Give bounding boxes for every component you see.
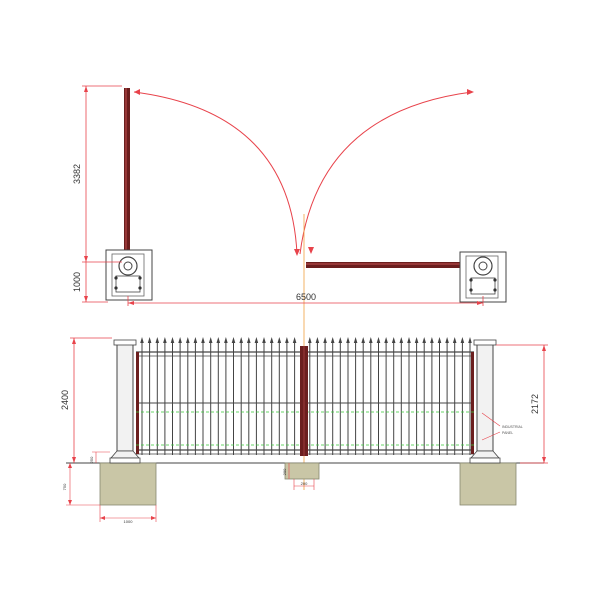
gate-pale-spear-tip <box>147 337 152 343</box>
right-bolt-2 <box>493 288 497 292</box>
dim-drop-bolt-width: 200 <box>293 479 315 490</box>
gate-pale-spear-tip <box>338 337 343 343</box>
gate-pale-spear-tip <box>231 337 236 343</box>
left-bolt-3 <box>114 276 118 280</box>
gate-pale-spear-tip <box>323 337 327 343</box>
dim-total-height: 2400 <box>60 337 112 463</box>
gate-pale-spear-tip <box>178 337 182 343</box>
gate-pale-spear-tip <box>247 337 251 343</box>
drop-bolt-height-label: 200 <box>282 468 287 475</box>
left-foundation <box>99 462 157 506</box>
gate-pales <box>140 337 472 455</box>
left-pillar <box>109 339 141 464</box>
gate-pale-spear-tip <box>369 337 373 343</box>
gate-pale-spear-tip <box>315 337 320 343</box>
gate-pale-spear-tip <box>361 337 365 343</box>
gate-pale-spear-tip <box>208 337 213 343</box>
dim-foundation-depth: 750 <box>62 463 100 506</box>
gate-pale-spear-tip <box>422 337 426 343</box>
annotation-note-1: INDUSTRIAL <box>502 425 523 429</box>
dim-drop-bolt-height: 200 <box>282 463 290 479</box>
left-hinge-pin <box>123 261 133 271</box>
gate-pale-spear-tip <box>216 337 221 343</box>
gate-pale-spear-tip <box>262 337 266 343</box>
gate-pale-spear-tip <box>269 337 274 343</box>
center-drop-bolt-foundation <box>284 462 320 480</box>
gate-pale-spear-tip <box>407 337 411 343</box>
elevation-view: INDUSTRIAL PANEL 2400 2172 250 <box>60 337 548 524</box>
gate-pale-spear-tip <box>430 337 434 343</box>
gate-pale-spear-tip <box>201 337 205 343</box>
gate-pale-spear-tip <box>468 337 472 343</box>
dim-gate-height: 2172 <box>496 344 548 464</box>
ground-gap-label: 250 <box>89 456 94 463</box>
gate-pale-spear-tip <box>277 337 282 343</box>
left-bolt-4 <box>138 276 142 280</box>
drop-bolt-width-label: 200 <box>301 481 308 486</box>
right-base-plate <box>459 251 507 303</box>
annotation-note-2: PANEL <box>502 431 513 435</box>
right-pillar <box>469 339 501 464</box>
gate-pale-spear-tip <box>384 337 388 343</box>
gate-pale-spear-tip <box>376 337 381 343</box>
arc-arrow-left-top <box>134 89 140 95</box>
gate-pale-spear-tip <box>285 337 289 343</box>
left-swing-arc <box>133 91 298 255</box>
left-gate-leaf-open <box>124 88 130 258</box>
dim-foundation-width: 1000 <box>99 505 157 524</box>
callout-leader-2 <box>481 431 501 441</box>
base-depth-label: 1000 <box>72 272 82 292</box>
dim-total-width: 6500 <box>127 292 484 306</box>
gate-pale-spear-tip <box>292 337 297 343</box>
gate-pale-spear-tip <box>140 337 144 343</box>
left-bolt-2 <box>138 286 142 290</box>
gate-pale-spear-tip <box>155 337 160 343</box>
right-gate-leaf-closed <box>306 262 476 268</box>
gate-height-label: 2172 <box>530 394 540 414</box>
dim-ground-gap: 250 <box>89 451 110 463</box>
gate-pale-spear-tip <box>414 337 419 343</box>
arc-arrow-right-top <box>467 89 474 95</box>
total-height-label: 2400 <box>60 390 70 410</box>
right-bolt-1 <box>469 288 473 292</box>
dim-base-depth: 1000 <box>72 262 108 303</box>
gate-pale-spear-tip <box>452 337 457 343</box>
total-width-label: 6500 <box>296 292 316 302</box>
callout-leader-1 <box>481 412 501 427</box>
gate-pale-spear-tip <box>437 337 442 343</box>
left-base-plate <box>105 249 153 301</box>
arc-arrow-right-bottom <box>308 247 314 254</box>
foundation-width-label: 1000 <box>124 519 134 524</box>
gate-pale-spear-tip <box>239 337 243 343</box>
gate-pale-spear-tip <box>445 337 449 343</box>
gate-pale-spear-tip <box>399 337 404 343</box>
gate-pale-spear-tip <box>391 337 396 343</box>
gate-pale-spear-tip <box>193 337 198 343</box>
arc-arrow-left-bottom <box>294 249 300 256</box>
gate-pale-spear-tip <box>308 337 312 343</box>
gate-pale-spear-tip <box>170 337 175 343</box>
right-bolt-3 <box>469 278 473 282</box>
right-swing-arc <box>299 91 473 255</box>
left-bolt-1 <box>114 286 118 290</box>
dim-open-length: 3382 <box>72 85 122 263</box>
right-hinge-pin <box>478 261 488 271</box>
right-post-box <box>470 277 496 295</box>
gate-pale-spear-tip <box>254 337 259 343</box>
gate-pale-spear-tip <box>353 337 358 343</box>
right-bolt-4 <box>493 278 497 282</box>
left-post-box <box>115 275 141 293</box>
gate-pale-spear-tip <box>460 337 465 343</box>
gate-pale-spear-tip <box>346 337 350 343</box>
gate-pale-spear-tip <box>330 337 335 343</box>
gate-pale-spear-tip <box>224 337 228 343</box>
gate-pale-spear-tip <box>163 337 167 343</box>
open-length-label: 3382 <box>72 164 82 184</box>
foundation-depth-label: 750 <box>62 483 67 490</box>
right-foundation <box>459 462 517 506</box>
plan-view: 3382 1000 6500 <box>72 85 507 490</box>
gate-pale-spear-tip <box>186 337 190 343</box>
